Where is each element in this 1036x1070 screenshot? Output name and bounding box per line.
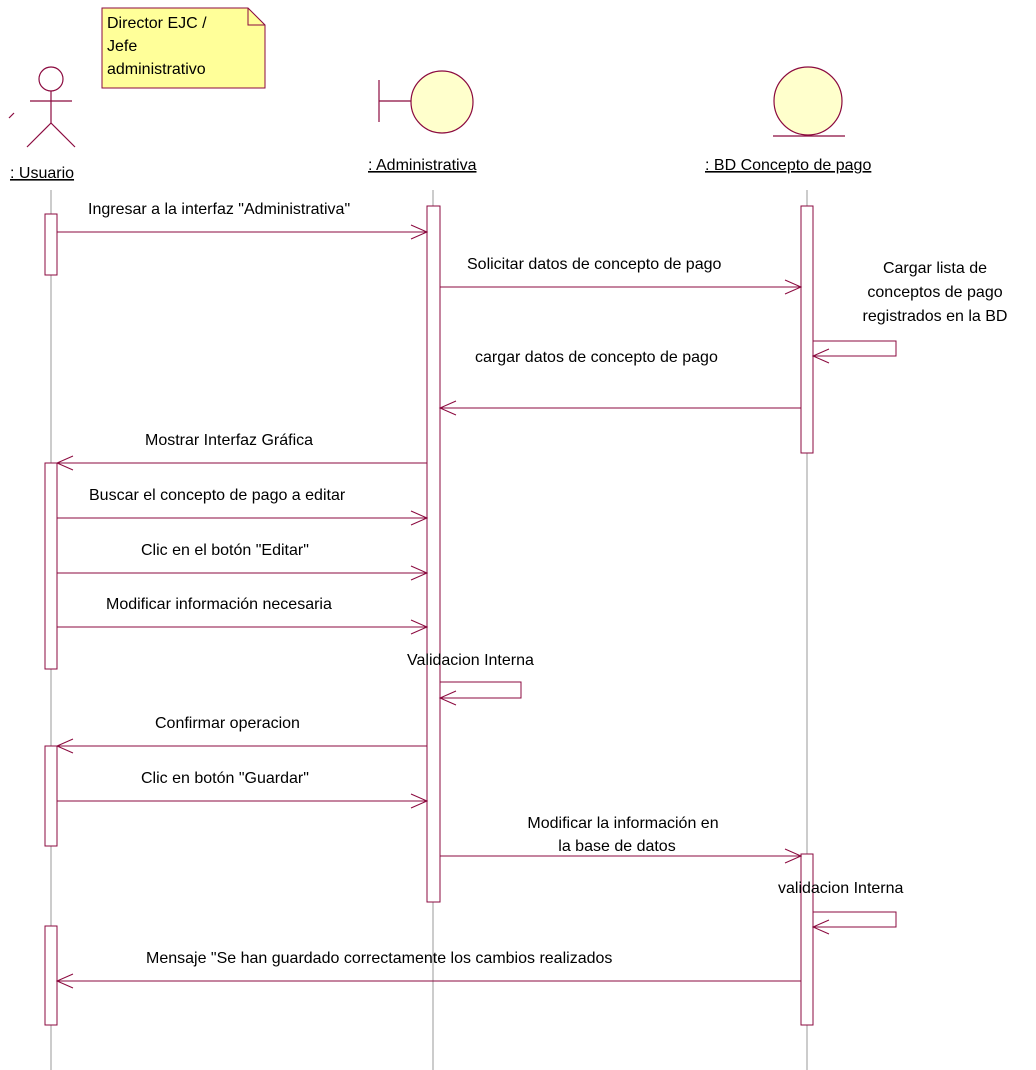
boundary-icon — [378, 70, 474, 134]
arrowhead-11 — [410, 793, 429, 809]
message-3-label-line-1: Cargar lista de — [883, 260, 987, 277]
message-2-label: Solicitar datos de concepto de pago — [467, 256, 722, 273]
arrowhead-8 — [410, 619, 429, 635]
message-12-label-line-1: Modificar la información en — [527, 815, 718, 832]
participant-labels: : Usuario : Administrativa : BD Concepto… — [10, 157, 871, 182]
arrowhead-1 — [410, 224, 429, 240]
note-fold — [247, 8, 265, 26]
actor-icon — [8, 66, 76, 148]
activation-usuario-1 — [44, 213, 58, 276]
arrowhead-9 — [438, 690, 457, 706]
message-3-label-line-2: conceptos de pago — [867, 284, 1002, 301]
arrowhead-12 — [784, 848, 803, 864]
message-13-arrow — [813, 911, 897, 928]
message-14-label: Mensaje "Se han guardado correctamente l… — [146, 950, 612, 967]
message-labels: Ingresar a la interfaz "Administrativa" … — [88, 201, 1007, 967]
activation-usuario-2 — [44, 462, 58, 670]
message-10-label: Confirmar operacion — [155, 715, 300, 732]
note-shape — [101, 7, 266, 89]
message-8-label: Modificar información necesaria — [106, 596, 332, 613]
message-5-label: Mostrar Interfaz Gráfica — [145, 432, 313, 449]
message-13-label: validacion Interna — [778, 880, 904, 897]
activation-bd-2 — [800, 853, 814, 1026]
note-line-3: administrativo — [107, 61, 206, 78]
message-11-label: Clic en botón "Guardar" — [141, 770, 309, 787]
participant-label-bd: : BD Concepto de pago — [705, 157, 871, 174]
entity-icon — [773, 66, 845, 137]
message-3-arrow — [813, 340, 897, 357]
message-9-arrow — [440, 681, 522, 699]
message-4-label: cargar datos de concepto de pago — [475, 349, 718, 366]
participant-label-usuario: : Usuario — [10, 165, 74, 182]
note-line-2: Jefe — [107, 38, 137, 55]
activation-usuario-4 — [44, 925, 58, 1026]
arrowhead-5 — [55, 455, 74, 471]
message-3-label-line-3: registrados en la BD — [863, 308, 1008, 325]
arrowhead-7 — [410, 565, 429, 581]
messages — [55, 224, 897, 989]
participant-label-administrativa: : Administrativa — [368, 157, 477, 174]
arrowhead-2 — [784, 279, 803, 295]
activation-usuario-3 — [44, 745, 58, 847]
message-9-label: Validacion Interna — [407, 652, 534, 669]
note: Director EJC / Jefe administrativo — [101, 7, 266, 89]
activation-bd-1 — [800, 205, 814, 454]
activations — [44, 205, 814, 1026]
arrowhead-4 — [438, 400, 457, 416]
message-12-label-line-2: la base de datos — [558, 838, 675, 855]
note-line-1: Director EJC / — [107, 15, 207, 32]
message-6-label: Buscar el concepto de pago a editar — [89, 487, 346, 504]
message-7-label: Clic en el botón "Editar" — [141, 542, 309, 559]
message-1-label: Ingresar a la interfaz "Administrativa" — [88, 201, 350, 218]
activation-administrativa — [426, 205, 441, 903]
arrowhead-10 — [55, 738, 74, 754]
arrowhead-6 — [410, 510, 429, 526]
arrowhead-3 — [811, 348, 830, 364]
arrowhead-13 — [811, 919, 830, 935]
arrowhead-14 — [55, 973, 74, 989]
